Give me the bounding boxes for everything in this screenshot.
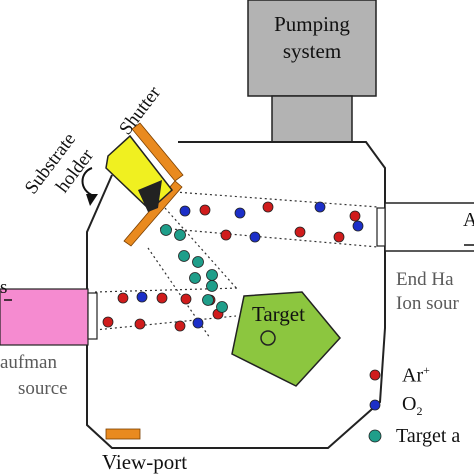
target-atoms [160, 224, 228, 313]
target [231, 291, 341, 387]
kaufman-grid [87, 292, 98, 340]
substrate-holder [105, 134, 174, 212]
end-hall-grid [376, 207, 386, 247]
kaufman-source-label: aufman source [0, 352, 68, 399]
legend-marker-ar [369, 369, 381, 381]
pumping-system-box [247, 0, 377, 97]
target-center-mark [260, 330, 276, 346]
end-hall-gas-label: A [463, 209, 474, 231]
legend-item-ar: Ar+ [402, 363, 430, 387]
view-port-label: View-port [102, 450, 188, 474]
legend-marker-target-atom [368, 429, 382, 443]
rotation-arrowhead [86, 194, 98, 206]
substrate-face [138, 180, 162, 212]
legend-marker-o2 [369, 399, 381, 411]
pumping-system-label: Pumping system [274, 12, 350, 63]
shutter [123, 122, 184, 247]
end-hall-source [384, 202, 474, 252]
end-hall-source-label: End Ha Ion sour [396, 269, 459, 314]
legend-item-o2: O2 [402, 393, 423, 418]
pumping-pipe [271, 95, 353, 143]
kaufman-source [0, 288, 89, 346]
legend-markers [368, 369, 382, 443]
oxygen-molecules [136, 201, 364, 329]
legend-item-target-atom: Target a [396, 425, 461, 447]
target-label: Target [252, 302, 305, 326]
kaufman-gas-label: s [0, 277, 8, 298]
view-port [105, 428, 141, 440]
